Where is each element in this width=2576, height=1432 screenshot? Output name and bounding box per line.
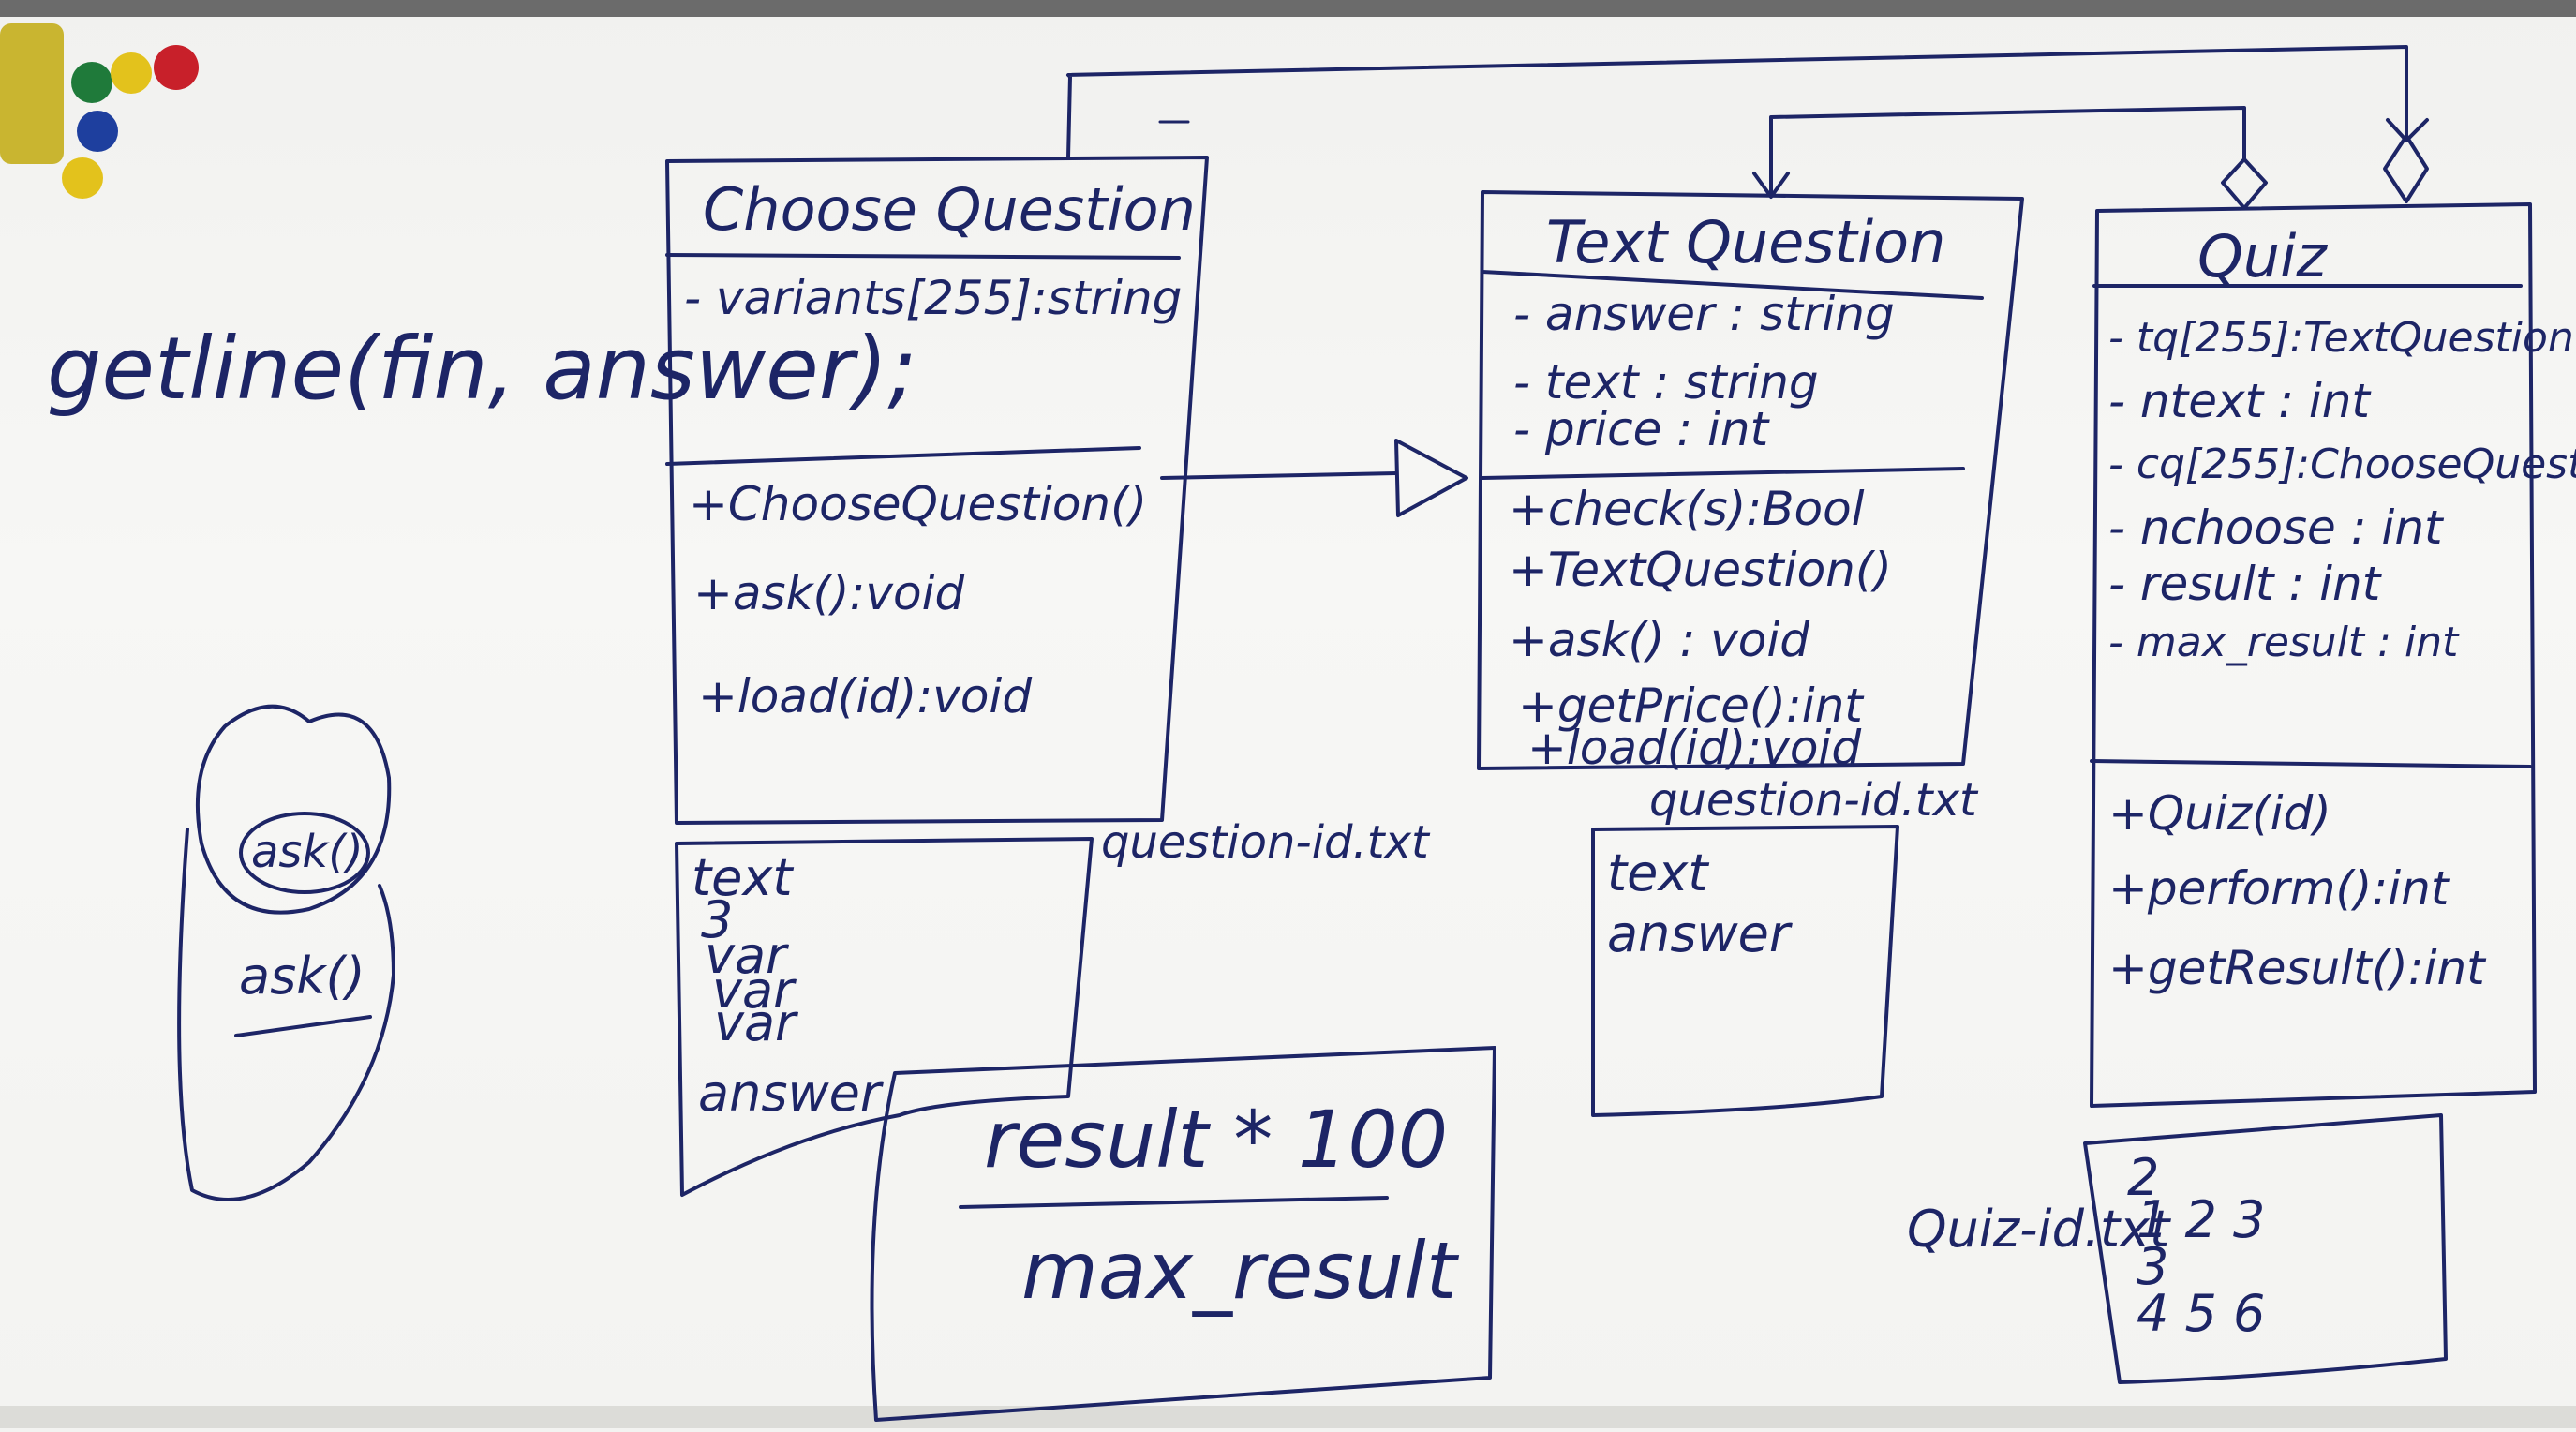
choose-file-line-3: var [712,961,797,1020]
text-question-box [1477,190,2024,770]
magnets [0,23,199,199]
quiz-file-line-0: 2 [2127,1148,2159,1207]
formula-numerator: result * 100 [984,1094,1448,1186]
quiz-method-0: +Quiz(id) [2108,786,2331,841]
yellow-magnet-icon [111,52,152,94]
class-text-question: Text Question - answer : string - text :… [1477,190,2024,775]
sketch-outer-label: ask() [239,947,365,1006]
choose-attr-0: - variants[255]:string [684,271,1182,325]
green-magnet-icon [71,62,112,103]
board-frame [0,0,2576,17]
aggregation-line-choose [1066,45,2408,159]
text-file-label: question-id.txt [1649,774,1979,827]
text-attr-2: - price : int [1513,402,1771,456]
quiz-file-shape [2083,1113,2448,1384]
code-line: getline(fin, answer); [47,319,916,419]
text-file-box: text answer question-id.txt [1591,774,1979,1117]
quiz-attr-2: - cq[255]:ChooseQuestion [2108,440,2576,488]
choose-method-2: +load(id):void [698,669,1032,723]
sketch-outline [177,828,395,1201]
red-magnet-icon [154,45,199,90]
ask-sketch: ask() ask() [177,704,395,1201]
class-choose-question: Choose Question - variants[255]:string +… [665,156,1209,825]
quiz-attr-5: - max_result : int [2108,619,2460,666]
sketch-underline [234,1015,372,1037]
text-method-3: +getPrice():int [1518,679,1865,733]
choose-file-line-0: text [692,848,794,907]
yellow-magnet-icon-2 [62,157,103,199]
choose-file-line-4: var [714,993,798,1052]
text-attr-divider [1481,467,1965,480]
formula-denominator: max_result [1021,1225,1460,1317]
inheritance-arrow [1160,439,1468,517]
choose-question-box [665,156,1209,825]
text-file-line-1: answer [1607,904,1793,963]
sketch-inner-label: ask() [251,826,364,878]
text-method-2: +ask() : void [1509,613,1809,667]
aggregation-quiz-text [1752,106,2268,210]
choose-file-line-2: var [705,926,789,985]
choose-file-shape [675,837,1094,1197]
quiz-file-line-3: 4 5 6 [2137,1284,2265,1343]
quiz-method-1: +perform():int [2108,861,2451,916]
choose-file-box: text 3 var var var answer question-id.tx… [675,816,1431,1197]
formula-box: result * 100 max_result [870,1046,1496,1422]
fraction-bar [959,1196,1389,1209]
class-quiz: Quiz - tq[255]:TextQuestion - ntext : in… [2090,202,2576,1108]
aggregation-diamond-choose-icon [2383,134,2429,203]
choose-file-label: question-id.txt [1101,816,1431,869]
text-method-1: +TextQuestion() [1509,543,1892,597]
eraser-icon [0,23,64,164]
blue-magnet-icon [77,111,118,152]
text-file-line-0: text [1607,843,1709,902]
aggregation-diamond-text-icon [2221,157,2268,210]
quiz-attr-3: - nchoose : int [2108,500,2445,555]
text-method-4: +load(id):void [1527,721,1861,775]
formula-shape [870,1046,1496,1422]
inheritance-triangle-icon [1394,439,1468,517]
text-question-title: Text Question [1546,208,1945,276]
choose-file-line-1: 3 [701,890,733,949]
quiz-box [2090,202,2537,1108]
sketch-outer-ellipse [195,704,392,915]
choose-method-1: +ask():void [693,566,964,620]
choose-attr-divider [665,446,1141,466]
quiz-file-box: 2 1 2 3 3 4 5 6 Quiz-id.txt [1907,1113,2448,1384]
quiz-attr-divider [2090,759,2532,768]
quiz-file-line-2: 3 [2137,1237,2168,1296]
text-file-shape [1591,825,1899,1117]
text-attr-1: - text : string [1513,355,1819,410]
inheritance-line [1160,471,1398,480]
text-method-0: +check(s):Bool [1509,482,1865,536]
choose-method-0: +ChooseQuestion() [689,477,1147,531]
aggregation-line-text [1769,106,2246,194]
text-title-divider [1481,270,1984,300]
aggregation-arrowhead-icon [2386,118,2429,142]
quiz-method-2: +getResult():int [2108,941,2487,995]
sketch-inner-ellipse [239,812,370,894]
choose-title-divider [665,253,1181,260]
quiz-title: Quiz [2197,222,2328,291]
quiz-attr-4: - result : int [2108,557,2383,611]
choose-question-title: Choose Question [703,175,1196,244]
aggregation-quiz-choose [1066,45,2429,203]
choose-file-line-5: answer [698,1064,884,1123]
quiz-file-line-1: 1 2 3 [2137,1190,2265,1249]
quiz-attr-0: - tq[255]:TextQuestion [2108,314,2574,362]
board-bottom-edge [0,1406,2576,1428]
aggregation-arrowhead-text-icon [1752,172,1790,199]
quiz-file-label: Quiz-id.txt [1907,1200,2171,1259]
quiz-attr-1: - ntext : int [2108,374,2372,428]
text-attr-0: - answer : string [1513,287,1895,341]
